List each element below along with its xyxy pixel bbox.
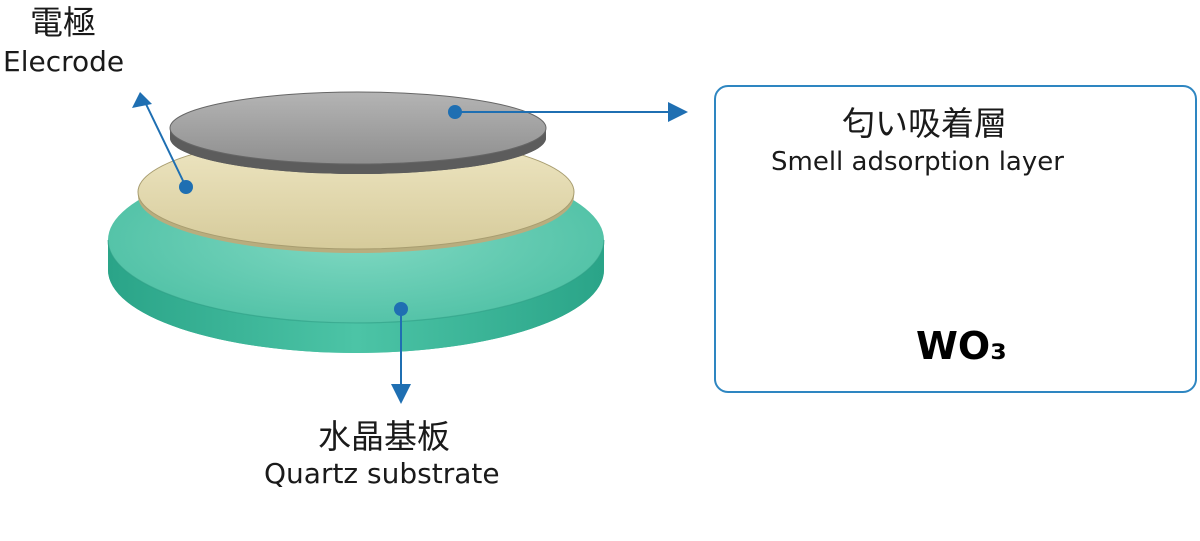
smell-label-en: Smell adsorption layer [771,147,1064,177]
electrode-label-jp: 電極 [30,3,96,42]
quartz-arrow [391,302,411,404]
quartz-label-en: Quartz substrate [264,457,500,490]
quartz-label-jp: 水晶基板 [318,417,450,456]
material-label: WO₃ [916,324,1007,368]
electrode-label-en: Elecrode [3,45,125,78]
smell-label-jp: 匂い吸着層 [842,104,1007,143]
adsorption-arrow [448,102,688,122]
adsorption-detail-panel: 匂い吸着層 Smell adsorption layer WO₃ [714,85,1197,393]
electrode-arrow [132,92,193,194]
adsorption-layer [169,91,547,174]
